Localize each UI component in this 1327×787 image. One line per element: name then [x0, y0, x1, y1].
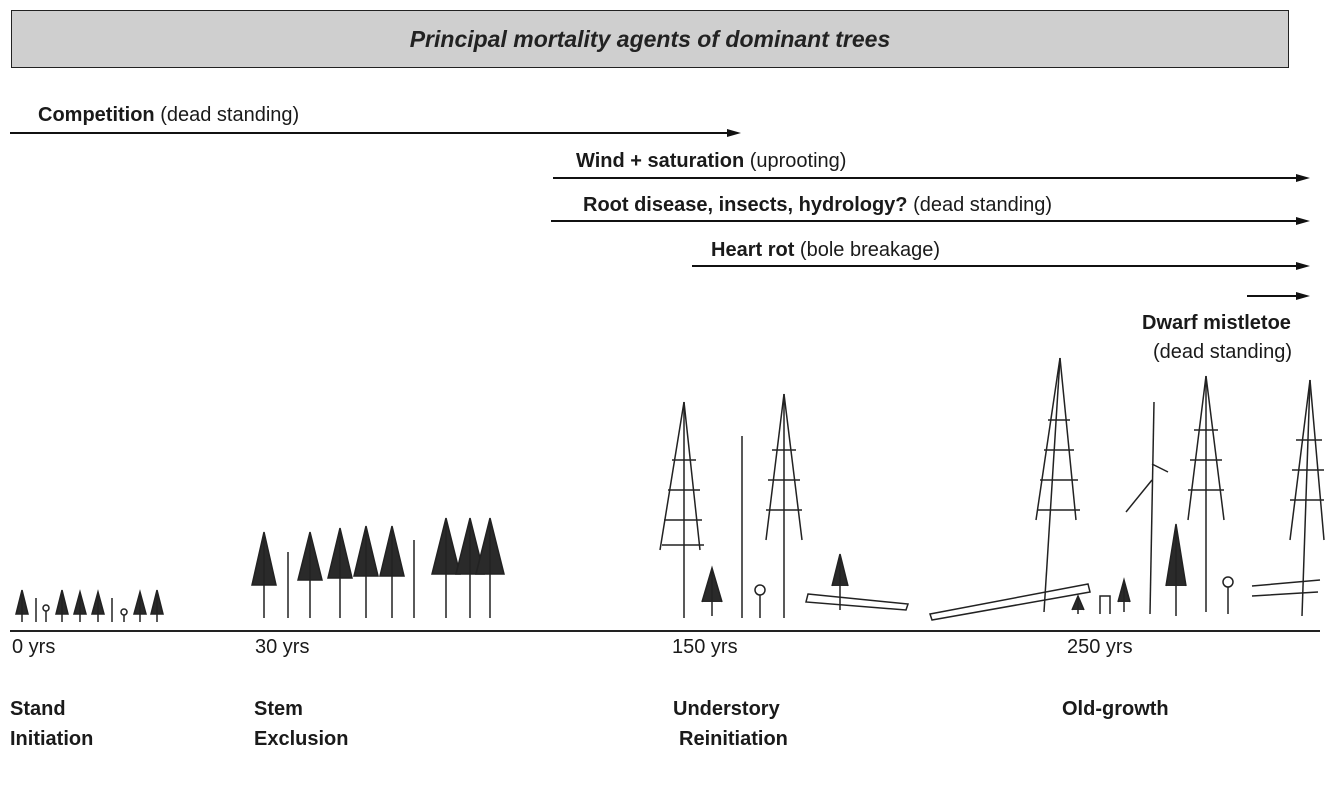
- ground-line: [10, 630, 1320, 632]
- arrow-head-icon: [1296, 174, 1310, 182]
- age-label: 30 yrs: [255, 636, 310, 658]
- agent-name: Root disease, insects, hydrology?: [583, 194, 908, 216]
- stage-stem-exclusion: Stem Exclusion: [254, 694, 348, 754]
- agent-dwarf-mistletoe-name: Dwarf mistletoe: [1142, 312, 1291, 334]
- agent-name: Competition: [38, 104, 155, 126]
- age-label: 250 yrs: [1067, 636, 1133, 658]
- agent-detail: (uprooting): [749, 150, 847, 172]
- agent-heart-rot-label: Heart rot (bole breakage): [711, 239, 940, 262]
- agent-name: Heart rot: [711, 239, 795, 261]
- old-growth-trees-icon: [929, 357, 1325, 621]
- agent-root-disease-arrow: [551, 220, 1297, 222]
- stage-line: Initiation: [10, 728, 94, 750]
- age-label: 150 yrs: [672, 636, 738, 658]
- stem-exclusion-trees-icon: [251, 517, 505, 618]
- seedling-trees-icon: [15, 589, 164, 622]
- stage-line: Stand: [10, 698, 66, 720]
- stage-line: Old-growth: [1062, 698, 1169, 720]
- agent-competition-label: Competition (dead standing): [38, 104, 299, 127]
- stage-line: Stem: [254, 698, 303, 720]
- stage-understory-reinitiation: Understory Reinitiation: [673, 694, 788, 754]
- agent-detail: (dead standing): [913, 194, 1053, 216]
- arrow-head-icon: [1296, 292, 1310, 300]
- agent-dwarf-mistletoe-detail: (dead standing): [1153, 341, 1292, 363]
- agent-root-disease-label: Root disease, insects, hydrology? (dead …: [583, 194, 1052, 217]
- agent-name: Wind + saturation: [576, 150, 745, 172]
- age-label: 0 yrs: [12, 636, 56, 658]
- stage-old-growth: Old-growth: [1062, 694, 1169, 724]
- agent-wind-label: Wind + saturation (uprooting): [576, 150, 846, 173]
- agent-heart-rot-arrow: [692, 265, 1297, 267]
- agent-detail: (bole breakage): [799, 239, 941, 261]
- arrow-head-icon: [1296, 217, 1310, 225]
- diagram-title: Principal mortality agents of dominant t…: [409, 25, 891, 52]
- agent-detail: (dead standing): [160, 104, 300, 126]
- agent-dwarf-mistletoe-arrow: [1247, 295, 1297, 297]
- stage-line: Understory: [673, 698, 780, 720]
- agent-wind-arrow: [553, 177, 1297, 179]
- stage-stand-initiation: Stand Initiation: [10, 694, 93, 754]
- understory-trees-icon: [659, 393, 910, 618]
- arrow-head-icon: [727, 129, 741, 137]
- stage-line: Reinitiation: [679, 728, 788, 750]
- arrow-head-icon: [1296, 262, 1310, 270]
- title-banner: Principal mortality agents of dominant t…: [11, 10, 1289, 68]
- forest-illustration: [15, 357, 1325, 622]
- agent-competition-arrow: [10, 132, 728, 134]
- stage-line: Exclusion: [254, 728, 349, 750]
